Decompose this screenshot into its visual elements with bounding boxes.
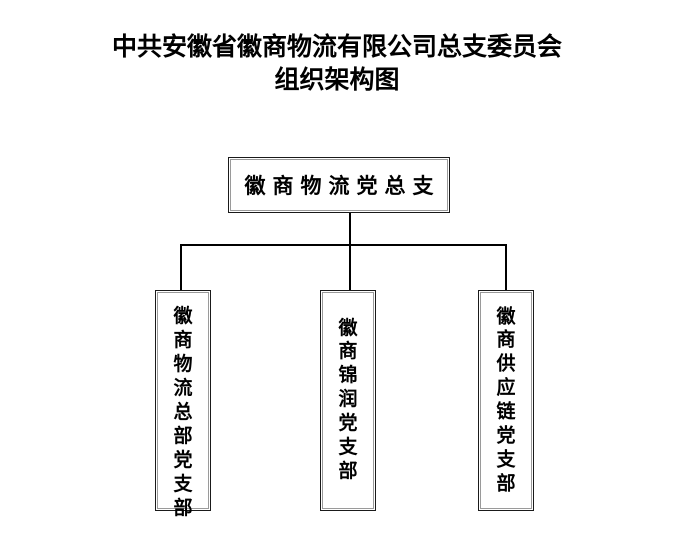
org-node-logistics-hq-party-branch-label: 徽商物流总部党支部 [173, 305, 193, 519]
org-node-logistics-hq-party-branch[interactable]: 徽商物流总部党支部 [155, 290, 211, 519]
connector-horizontal-bus [180, 244, 507, 246]
org-node-supply-chain-party-branch[interactable]: 徽商供应链党支部 [478, 290, 534, 511]
org-node-root-label: 徽商物流党总支 [244, 173, 441, 198]
org-node-jinrun-party-branch-label: 徽商锦润党支部 [338, 316, 358, 483]
org-node-root[interactable]: 徽商物流党总支 [228, 157, 450, 213]
page-title-line-1: 中共安徽省徽商物流有限公司总支委员会 [111, 32, 562, 61]
connector-drop-child-3 [505, 244, 507, 291]
org-node-supply-chain-party-branch-label: 徽商供应链党支部 [496, 304, 516, 495]
connector-drop-child-2 [349, 244, 351, 291]
connector-drop-child-1 [180, 244, 182, 291]
connector-root-stem [349, 213, 351, 246]
page-title-line-2: 组织架构图 [274, 65, 400, 94]
org-node-jinrun-party-branch[interactable]: 徽商锦润党支部 [320, 290, 376, 511]
page-title: 中共安徽省徽商物流有限公司总支委员会 组织架构图 [0, 30, 674, 96]
